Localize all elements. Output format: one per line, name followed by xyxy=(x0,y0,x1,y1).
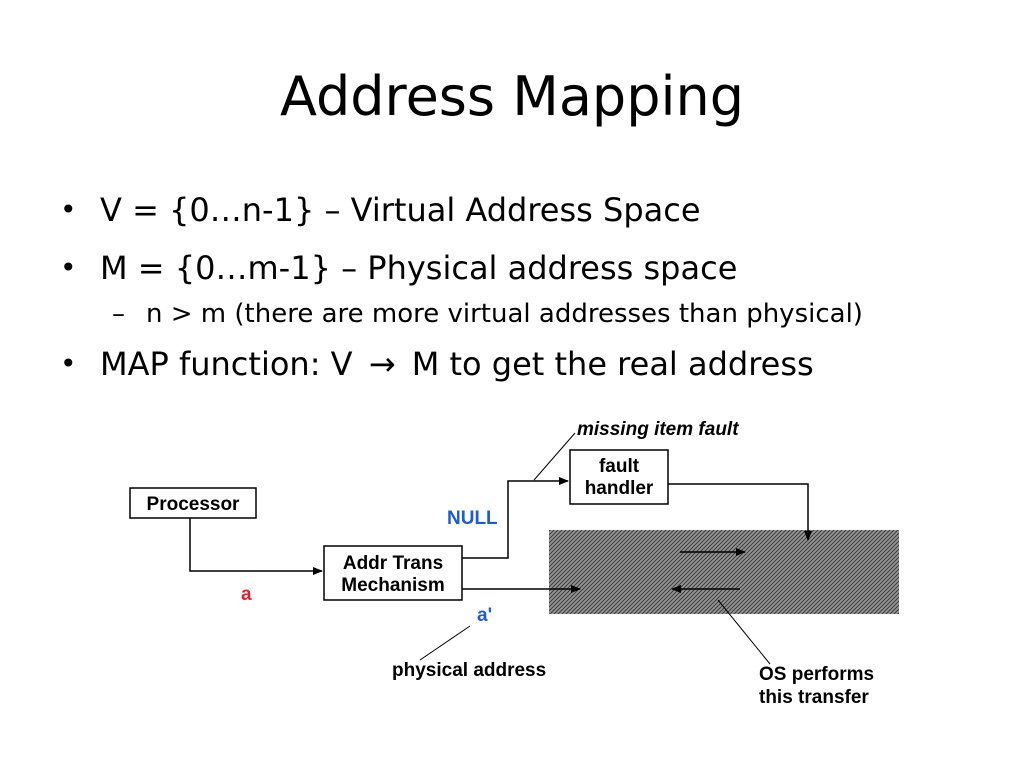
fault-handler-label-line2: handler xyxy=(585,478,654,499)
missing-item-leader xyxy=(533,432,576,481)
sub-bullet-dash: – xyxy=(112,299,125,329)
map-suffix: M to get the real address xyxy=(411,345,814,383)
bullet-physical-space: • M = {0…m-1} – Physical address space xyxy=(60,244,1010,292)
sub-bullet-n-gt-m: – n > m (there are more virtual addresse… xyxy=(60,294,1010,334)
processor-to-addrtrans-arrow xyxy=(189,518,323,575)
os-transfer-leader xyxy=(717,599,771,665)
map-prefix: MAP function: V xyxy=(100,345,353,383)
addr-trans-label-line1: Addr Trans xyxy=(343,553,443,574)
fault-handler-label-line1: fault xyxy=(599,456,640,477)
bullet-map-function: • MAP function: V → M to get the real ad… xyxy=(60,340,1010,388)
a-prime-label: a' xyxy=(477,605,492,626)
bullet-virtual-space: • V = {0…n-1} – Virtual Address Space xyxy=(60,186,1010,234)
right-arrow-icon: → xyxy=(368,345,396,383)
bullet-text: M = {0…m-1} – Physical address space xyxy=(100,249,738,287)
addr-trans-box xyxy=(323,545,463,601)
bullet-dot: • xyxy=(60,347,77,380)
fault-handler-box xyxy=(569,449,669,505)
missing-item-fault-label: missing item fault xyxy=(577,419,739,440)
bullet-list: • V = {0…n-1} – Virtual Address Space • … xyxy=(60,186,1010,398)
processor-box xyxy=(129,487,257,519)
bullet-dot: • xyxy=(60,193,77,226)
null-label: NULL xyxy=(447,508,498,529)
os-performs-label-line2: this transfer xyxy=(759,687,869,708)
sub-bullet-text: n > m (there are more virtual addresses … xyxy=(146,299,863,329)
physical-address-leader xyxy=(419,625,471,661)
slide-title: Address Mapping xyxy=(280,65,744,128)
physical-address-label: physical address xyxy=(392,660,546,681)
addr-trans-label-line2: Mechanism xyxy=(341,575,444,596)
a-label: a xyxy=(241,584,252,605)
null-path-arrow xyxy=(462,477,569,559)
bullet-dot: • xyxy=(60,251,77,284)
memory-block xyxy=(549,530,899,614)
fault-to-memory-arrow xyxy=(668,483,812,541)
os-performs-label-line1: OS performs xyxy=(759,664,874,685)
processor-label: Processor xyxy=(147,494,241,515)
bullet-text: V = {0…n-1} – Virtual Address Space xyxy=(100,191,701,229)
